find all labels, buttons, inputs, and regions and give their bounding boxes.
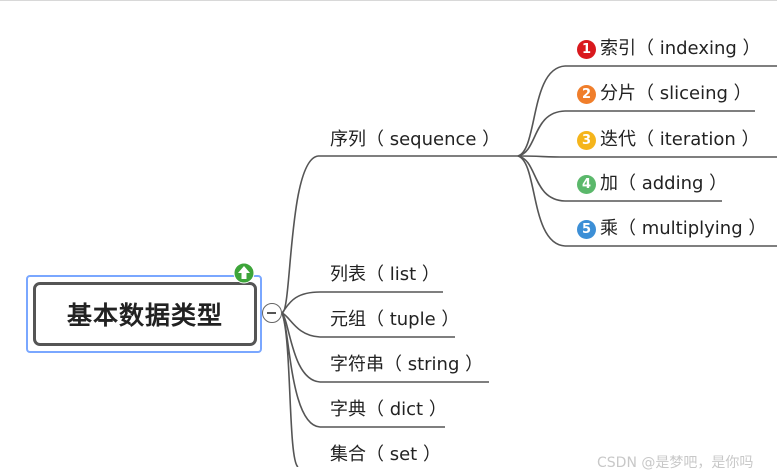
up-arrow-icon[interactable] — [233, 262, 255, 284]
branch-sequence[interactable]: 序列（ sequence ） — [330, 129, 501, 150]
connector-seq-iteration — [517, 155, 566, 158]
connector-root-sequence — [281, 155, 319, 314]
connector-seq-multiplying — [517, 155, 566, 247]
connector-seq-sliceing — [517, 110, 566, 157]
root-node[interactable]: 基本数据类型 — [33, 282, 257, 346]
watermark: CSDN @是梦吧，是你吗 — [597, 455, 754, 471]
connector-root-list — [281, 291, 321, 314]
leaf-multiplying-label: 乘（ multiplying ） — [600, 218, 767, 239]
priority-4-icon: 4 — [577, 175, 596, 194]
leaf-iteration-label: 迭代（ iteration ） — [600, 129, 760, 150]
branch-tuple[interactable]: 元组（ tuple ） — [330, 309, 460, 330]
collapse-minus-icon[interactable] — [262, 303, 282, 323]
priority-2-icon: 2 — [577, 85, 596, 104]
branch-dict[interactable]: 字典（ dict ） — [330, 399, 447, 420]
connector-root-string — [281, 312, 321, 383]
connector-seq-adding — [517, 155, 566, 202]
priority-1-icon: 1 — [577, 40, 596, 59]
connector-root-tuple — [281, 312, 321, 338]
connector-seq-indexing — [517, 65, 566, 157]
branch-set[interactable]: 集合（ set ） — [330, 444, 441, 465]
top-divider — [0, 0, 777, 1]
branch-list[interactable]: 列表（ list ） — [330, 264, 440, 285]
priority-5-icon: 5 — [577, 220, 596, 239]
root-node-label: 基本数据类型 — [66, 301, 223, 330]
connector-root-set — [281, 312, 299, 467]
leaf-adding-label: 加（ adding ） — [600, 173, 728, 194]
branch-string[interactable]: 字符串（ string ） — [330, 354, 484, 375]
priority-3-icon: 3 — [577, 131, 596, 150]
leaf-sliceing-label: 分片（ sliceing ） — [600, 83, 752, 104]
leaf-indexing-label: 索引（ indexing ） — [600, 38, 761, 59]
